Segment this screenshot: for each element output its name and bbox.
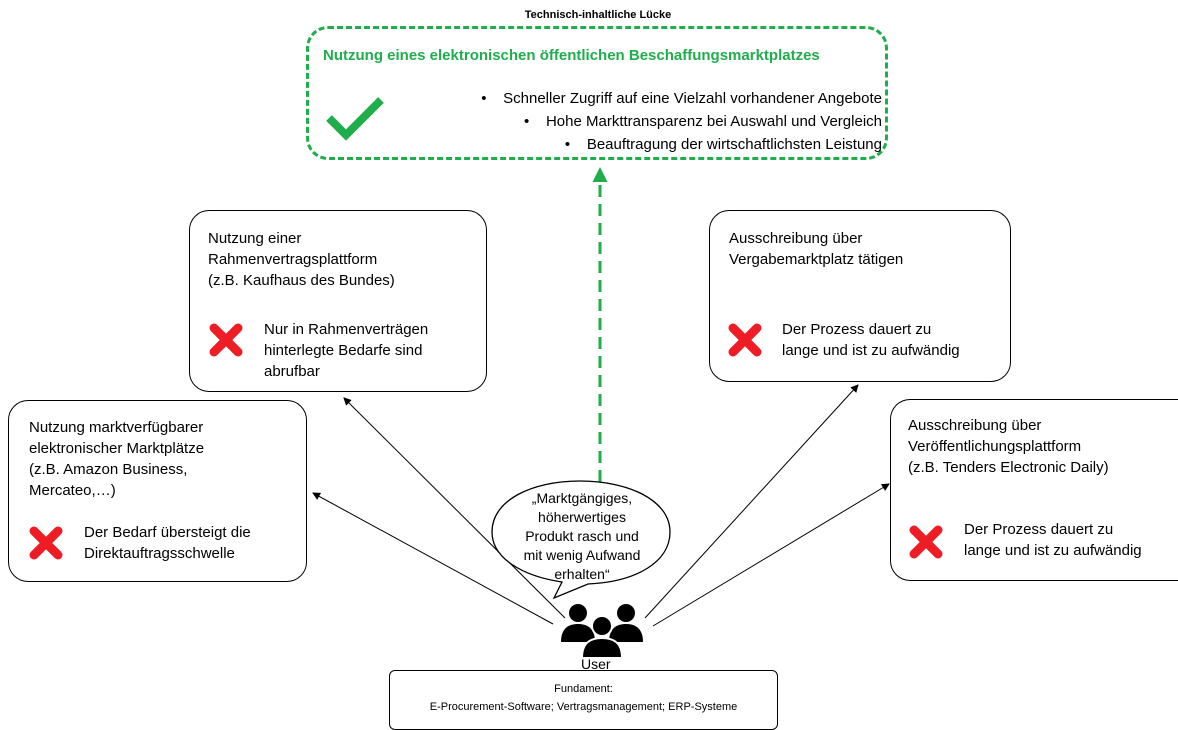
gap-label: Technisch-inhaltliche Lücke — [524, 9, 672, 21]
speech-bubble — [491, 480, 671, 600]
gap-bullet-1: • Schneller Zugriff auf eine Vielzahl vo… — [481, 90, 882, 107]
reject-x-icon — [728, 323, 762, 357]
option-framework-box — [189, 210, 487, 392]
option-tender-platform-title: Ausschreibung über Vergabemarktplatz tät… — [729, 230, 904, 268]
foundation-line-2: E-Procurement-Software; Vertragsmanageme… — [429, 701, 738, 713]
option-tender-platform-reason: Der Prozess dauert zu lange und ist zu a… — [782, 321, 960, 359]
foundation-box — [389, 670, 778, 730]
option-publication-reason: Der Prozess dauert zu lange und ist zu a… — [964, 521, 1142, 559]
option-framework-reason: Nur in Rahmenverträgen hinterlegte Bedar… — [264, 321, 429, 380]
arrow-to-marketplace — [312, 492, 554, 625]
gap-bullet-3: • Beauftragung der wirtschaftlichsten Le… — [564, 136, 882, 153]
option-framework-title: Nutzung einer Rahmenvertragsplattform (z… — [208, 230, 395, 289]
option-marketplace-reason: Der Bedarf übersteigt die Direktauftrags… — [84, 524, 251, 562]
gap-box — [306, 26, 888, 160]
arrow-to-publication — [652, 483, 890, 627]
gap-bullet-2: • Hohe Markttransparenz bei Auswahl und … — [524, 113, 882, 130]
reject-x-icon — [209, 323, 243, 357]
arrow-to-tender-platform — [644, 384, 859, 619]
option-marketplace-title: Nutzung marktverfügbarer elektronischer … — [29, 419, 205, 499]
option-publication-title: Ausschreibung über Veröffentlichungsplat… — [908, 417, 1109, 476]
user-label: User — [581, 656, 611, 672]
reject-x-icon — [909, 525, 943, 559]
checkmark-icon — [326, 97, 384, 141]
user-quote: „Marktgängiges, höherwertiges Produkt ra… — [523, 490, 641, 582]
foundation-line-1: Fundament: — [554, 683, 613, 695]
arrow-to-framework — [343, 397, 566, 619]
reject-x-icon — [29, 526, 63, 560]
user-group-icon — [561, 604, 643, 658]
gap-title: Nutzung eines elektronischen öffentliche… — [323, 47, 820, 64]
